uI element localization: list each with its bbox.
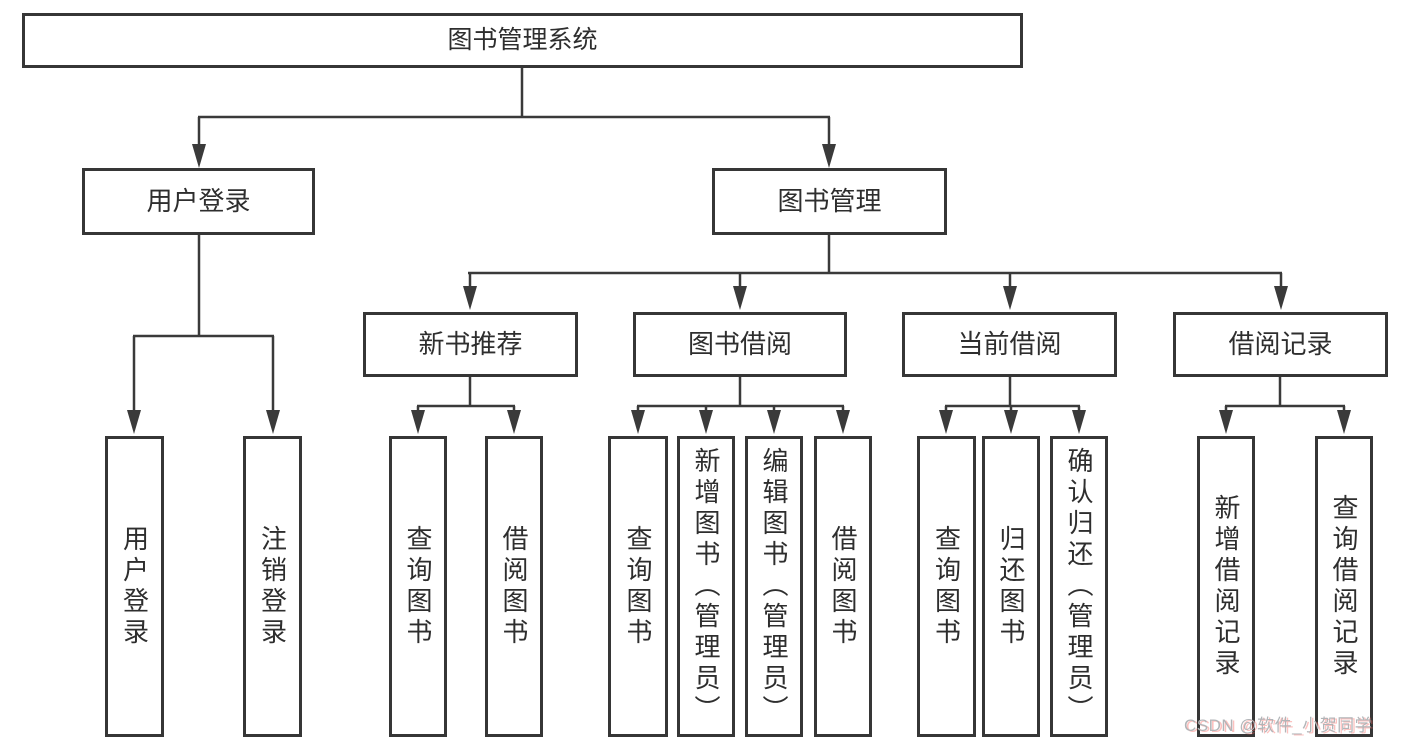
node-book-borrow-label: 图书借阅	[687, 329, 792, 360]
leaf-borrow-borrow-label: 借阅图书	[828, 524, 858, 649]
leaf-record-add: 新增借阅记录	[1197, 436, 1255, 737]
leaf-borrow-edit-label: 编辑图书（管理员）	[759, 447, 789, 726]
node-book-borrow: 图书借阅	[633, 312, 847, 377]
leaf-current-return: 归还图书	[982, 436, 1040, 737]
leaf-borrow-query-label: 查询图书	[623, 524, 653, 649]
node-book-mgmt: 图书管理	[712, 168, 947, 235]
leaf-borrow-add: 新增图书（管理员）	[677, 436, 735, 737]
leaf-new-query: 查询图书	[389, 436, 447, 737]
leaf-new-borrow: 借阅图书	[485, 436, 543, 737]
leaf-new-borrow-label: 借阅图书	[499, 524, 529, 649]
node-root: 图书管理系统	[22, 13, 1023, 68]
leaf-borrow-query: 查询图书	[608, 436, 668, 737]
node-borrow-records-label: 借阅记录	[1228, 329, 1333, 360]
leaf-record-query-label: 查询借阅记录	[1329, 493, 1359, 680]
leaf-user-login: 用户登录	[105, 436, 164, 737]
node-root-label: 图书管理系统	[447, 25, 598, 54]
node-user-login-label: 用户登录	[146, 186, 251, 217]
node-user-login: 用户登录	[82, 168, 315, 235]
node-current-borrow-label: 当前借阅	[957, 329, 1062, 360]
leaf-current-confirm: 确认归还（管理员）	[1050, 436, 1108, 737]
leaf-record-query: 查询借阅记录	[1315, 436, 1373, 737]
node-borrow-records: 借阅记录	[1173, 312, 1388, 377]
leaf-current-return-label: 归还图书	[996, 524, 1026, 649]
node-current-borrow: 当前借阅	[902, 312, 1117, 377]
leaf-borrow-borrow: 借阅图书	[814, 436, 872, 737]
leaf-logout: 注销登录	[243, 436, 302, 737]
csdn-watermark: CSDN @软件_小贺同学	[1184, 716, 1373, 735]
leaf-current-query-label: 查询图书	[931, 524, 962, 649]
leaf-borrow-edit: 编辑图书（管理员）	[745, 436, 803, 737]
leaf-logout-label: 注销登录	[257, 524, 288, 649]
leaf-borrow-add-label: 新增图书（管理员）	[691, 447, 721, 726]
leaf-record-add-label: 新增借阅记录	[1211, 493, 1241, 680]
leaf-user-login-label: 用户登录	[119, 524, 150, 649]
node-new-books: 新书推荐	[363, 312, 578, 377]
node-book-mgmt-label: 图书管理	[777, 186, 882, 217]
leaf-current-query: 查询图书	[917, 436, 976, 737]
node-new-books-label: 新书推荐	[418, 329, 523, 360]
leaf-new-query-label: 查询图书	[403, 524, 433, 649]
leaf-current-confirm-label: 确认归还（管理员）	[1064, 447, 1094, 726]
